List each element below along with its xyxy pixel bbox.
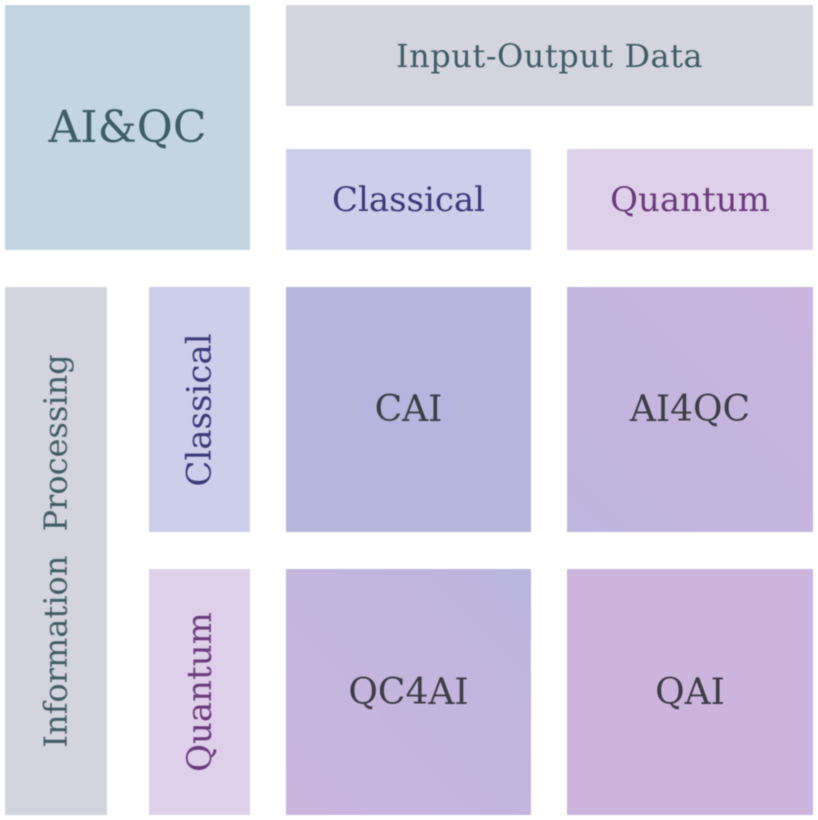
cell-ai4qc: AI4QC (567, 287, 813, 532)
input-output-quantum-header: Quantum (567, 149, 813, 250)
input-output-classical-label: Classical (331, 179, 486, 220)
information-processing-classical-label: Classical (179, 332, 220, 487)
input-output-classical-header: Classical (286, 149, 531, 250)
input-output-label: Input-Output Data (395, 36, 703, 75)
information-processing-label: Information Processing (37, 354, 75, 748)
information-processing-classical-header: Classical (149, 287, 250, 532)
information-processing-header: Information Processing (5, 287, 107, 815)
cell-qc4ai: QC4AI (286, 569, 531, 815)
cell-qc4ai-label: QC4AI (348, 671, 469, 713)
corner-title-box: AI&QC (5, 5, 250, 250)
cell-qai-label: QAI (655, 671, 725, 713)
cell-cai: CAI (286, 287, 531, 532)
corner-title: AI&QC (48, 102, 207, 153)
input-output-quantum-label: Quantum (610, 179, 770, 220)
cell-cai-label: CAI (374, 389, 443, 430)
cell-ai4qc-label: AI4QC (629, 389, 751, 430)
cell-qai: QAI (567, 569, 813, 815)
input-output-header: Input-Output Data (286, 5, 813, 106)
information-processing-quantum-header: Quantum (149, 569, 250, 815)
information-processing-quantum-label: Quantum (179, 612, 220, 772)
